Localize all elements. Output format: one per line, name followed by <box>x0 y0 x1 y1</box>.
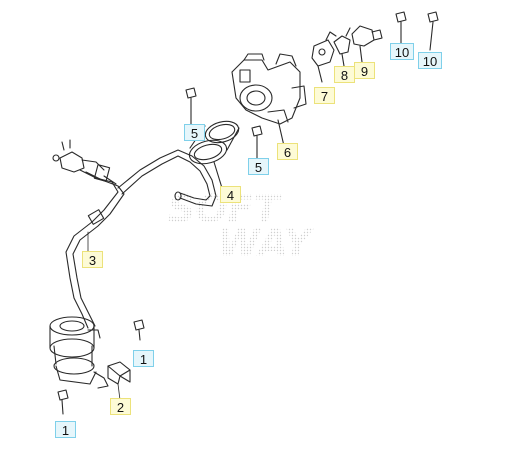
leader-lines <box>87 231 121 401</box>
callout-label: 6 <box>283 145 292 160</box>
callout-label: 9 <box>360 64 369 79</box>
callout-label: 8 <box>340 68 349 83</box>
callout-3[interactable]: 3 <box>82 251 103 268</box>
bolt-part-10 <box>395 11 439 51</box>
canister <box>49 316 109 389</box>
throttle-body <box>231 53 307 147</box>
callout-label: 7 <box>320 89 329 104</box>
watermark-line2: WAY <box>218 221 315 265</box>
bolt-part-1 <box>57 319 145 415</box>
callout-8[interactable]: 8 <box>334 66 355 83</box>
callout-1-lower[interactable]: 1 <box>55 421 76 438</box>
callout-label: 10 <box>422 54 438 69</box>
callout-6[interactable]: 6 <box>277 143 298 160</box>
sensor-part-9 <box>351 25 383 63</box>
callout-1-upper[interactable]: 1 <box>133 350 154 367</box>
callout-label: 3 <box>88 253 97 268</box>
callout-label: 1 <box>139 352 148 367</box>
callout-label: 5 <box>190 126 199 141</box>
bolt-part-5 <box>185 87 263 159</box>
callout-label: 4 <box>226 188 235 203</box>
callout-label: 5 <box>254 160 263 175</box>
callout-label: 1 <box>61 423 70 438</box>
callout-10-right[interactable]: 10 <box>418 52 442 69</box>
injector <box>311 31 337 83</box>
callout-7[interactable]: 7 <box>314 87 335 104</box>
callout-5-right[interactable]: 5 <box>248 158 269 175</box>
callout-10-left[interactable]: 10 <box>390 43 414 60</box>
sensor-part-8 <box>333 27 351 67</box>
bracket <box>107 361 131 385</box>
callout-label: 10 <box>394 45 410 60</box>
callout-9[interactable]: 9 <box>354 62 375 79</box>
fuel-vapor-hose <box>52 139 217 329</box>
callout-2[interactable]: 2 <box>110 398 131 415</box>
callout-label: 2 <box>116 400 125 415</box>
callout-4[interactable]: 4 <box>220 186 241 203</box>
callout-5-left[interactable]: 5 <box>184 124 205 141</box>
